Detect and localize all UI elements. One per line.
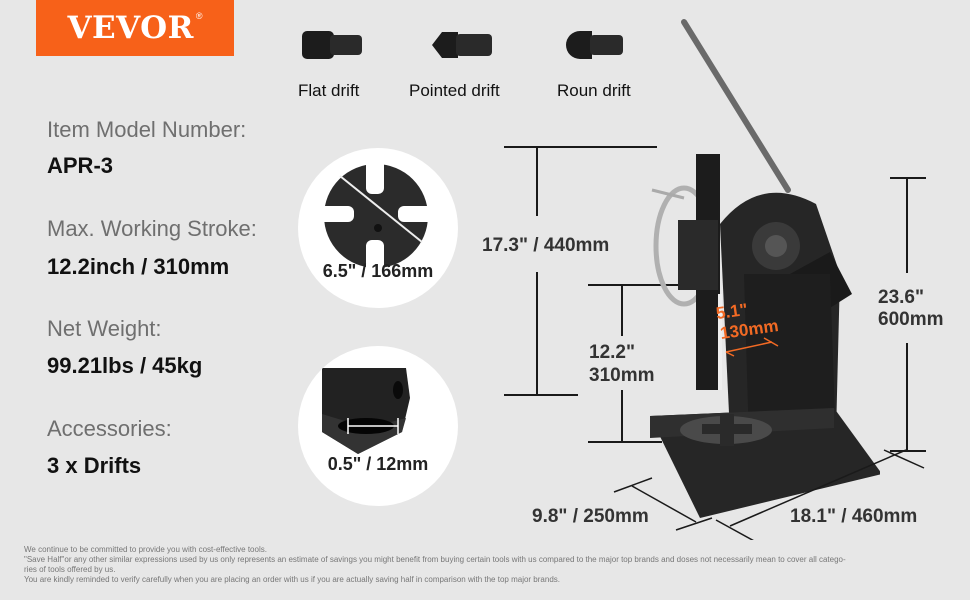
disclaimer-line: "Save Half"or any other similar expressi… bbox=[24, 555, 846, 564]
dim-total-reach: 17.3" / 440mm bbox=[482, 235, 610, 256]
spec-label-accessories: Accessories: bbox=[47, 416, 172, 441]
ram-hole-dimension: 0.5" / 12mm bbox=[327, 454, 429, 474]
pointed-drift-label: Pointed drift bbox=[409, 81, 500, 100]
spec-label-model: Item Model Number: bbox=[47, 117, 247, 142]
dim-line-top-310 bbox=[588, 284, 694, 286]
round-drift-icon bbox=[562, 30, 628, 65]
disclaimer-line: ries of tools offered by us. bbox=[24, 565, 116, 574]
spec-label-stroke: Max. Working Stroke: bbox=[47, 216, 257, 241]
throat-arrow-icon bbox=[725, 337, 779, 357]
dim-line-bottom-600 bbox=[890, 450, 926, 452]
dim-line-vert-600-upper bbox=[906, 177, 908, 273]
dim-line-vert-310-lower bbox=[621, 390, 623, 442]
ram-hole-detail: 0.5" / 12mm bbox=[298, 346, 458, 506]
disclaimer: We continue to be committed to provide y… bbox=[24, 545, 954, 585]
dim-stroke-mm: 310mm bbox=[589, 365, 655, 386]
dim-line-top-600 bbox=[890, 177, 926, 179]
dim-line-vert-310-upper bbox=[621, 284, 623, 336]
dim-base-width: 9.8" / 250mm bbox=[532, 506, 649, 527]
dim-line-top-440 bbox=[504, 146, 657, 148]
spec-label-weight: Net Weight: bbox=[47, 316, 162, 341]
dim-line-vert-440-lower bbox=[536, 272, 538, 396]
disclaimer-line: You are kindly reminded to verify carefu… bbox=[24, 575, 560, 584]
ram-plate-icon bbox=[318, 158, 434, 276]
flat-drift-label: Flat drift bbox=[298, 81, 360, 100]
brand-logo: VEVOR ® bbox=[36, 0, 234, 56]
base-dimension-lines bbox=[613, 449, 925, 540]
flat-drift-icon bbox=[300, 30, 366, 65]
arbor-press-image bbox=[650, 19, 880, 518]
registered-mark: ® bbox=[195, 11, 203, 21]
dim-line-vert-440-upper bbox=[536, 146, 538, 216]
spec-value-model: APR-3 bbox=[47, 153, 114, 178]
spec-value-weight: 99.21lbs / 45kg bbox=[47, 353, 203, 378]
dim-stroke-in: 12.2" bbox=[589, 342, 635, 363]
spec-value-accessories: 3 x Drifts bbox=[47, 453, 142, 478]
ram-hole-icon bbox=[322, 368, 410, 454]
dim-height-mm: 600mm bbox=[878, 309, 944, 330]
ram-plate-dimension: 6.5" / 166mm bbox=[322, 261, 434, 281]
dim-base-length: 18.1" / 460mm bbox=[790, 506, 918, 527]
round-drift-label: Roun drift bbox=[557, 81, 631, 100]
dim-line-vert-600-lower bbox=[906, 343, 908, 451]
spec-value-stroke: 12.2inch / 310mm bbox=[47, 254, 230, 279]
dim-line-bottom-440 bbox=[504, 394, 578, 396]
disclaimer-line: We continue to be committed to provide y… bbox=[24, 545, 267, 554]
dim-height-in: 23.6" bbox=[878, 287, 924, 308]
ram-plate-detail: 6.5" / 166mm bbox=[298, 148, 458, 308]
pointed-drift-icon bbox=[430, 30, 496, 65]
dim-line-bottom-310 bbox=[588, 441, 662, 443]
brand-name: VEVOR bbox=[67, 10, 194, 46]
